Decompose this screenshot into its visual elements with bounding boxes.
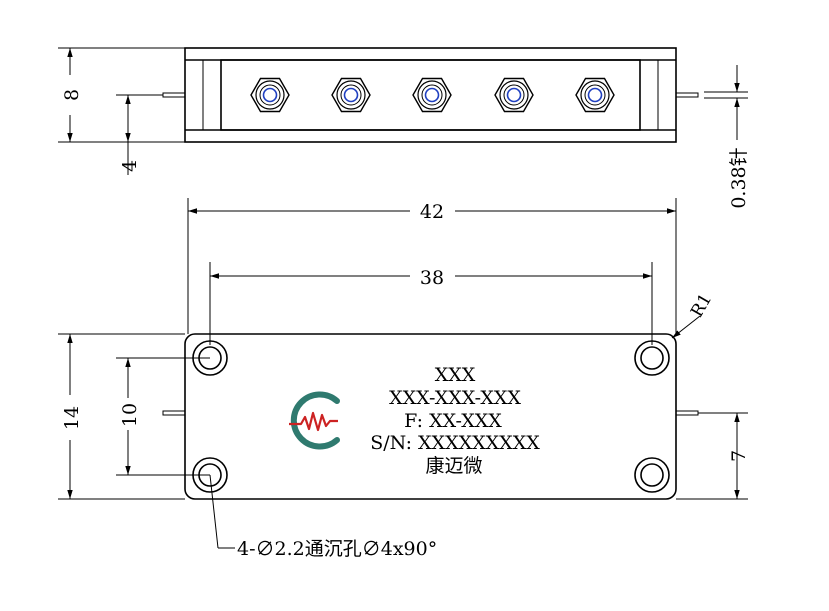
svg-text:42: 42 (420, 201, 444, 223)
mount-hole-top-right (634, 340, 670, 376)
dim-height-14: 14 (58, 333, 185, 500)
label-line-3: F: XX-XXX (404, 410, 502, 432)
dim-width-42: 42 (187, 198, 677, 334)
svg-text:0.38针: 0.38针 (728, 147, 750, 208)
svg-text:14: 14 (61, 406, 83, 430)
company-logo (289, 391, 340, 450)
connector-1 (250, 77, 290, 113)
dim-height-4: 4 (116, 94, 163, 175)
mount-hole-bottom-right (634, 457, 670, 493)
hole-note: 4-∅2.2通沉孔∅4x90° (209, 474, 437, 560)
dim-offset-7: 7 (676, 412, 750, 500)
connector-4 (494, 77, 534, 113)
dim-corner-radius: R1 (671, 290, 716, 339)
connector-2 (331, 77, 371, 113)
plan-view (162, 333, 699, 500)
dim-height-8: 8 (58, 47, 185, 143)
dim-width-38: 38 (209, 262, 653, 345)
side-view (162, 47, 699, 143)
svg-text:10: 10 (119, 403, 141, 427)
label-line-1: XXX (435, 364, 476, 386)
dim-height-10: 10 (116, 357, 210, 476)
svg-text:4-∅2.2通沉孔∅4x90°: 4-∅2.2通沉孔∅4x90° (237, 538, 437, 560)
dim-pin-diameter: 0.38针 (704, 65, 750, 209)
label-line-4: S/N: XXXXXXXXX (370, 432, 540, 454)
label-line-5: 康迈微 (425, 455, 482, 477)
svg-text:R1: R1 (687, 290, 716, 320)
connector-5 (575, 77, 615, 113)
connector-3 (412, 77, 452, 113)
label-line-2: XXX-XXX-XXX (389, 387, 521, 409)
svg-text:38: 38 (420, 267, 444, 289)
svg-text:4: 4 (119, 160, 141, 172)
product-label: XXX XXX-XXX-XXX F: XX-XXX S/N: XXXXXXXXX… (370, 364, 540, 477)
svg-text:8: 8 (61, 89, 83, 101)
svg-text:7: 7 (728, 450, 750, 462)
